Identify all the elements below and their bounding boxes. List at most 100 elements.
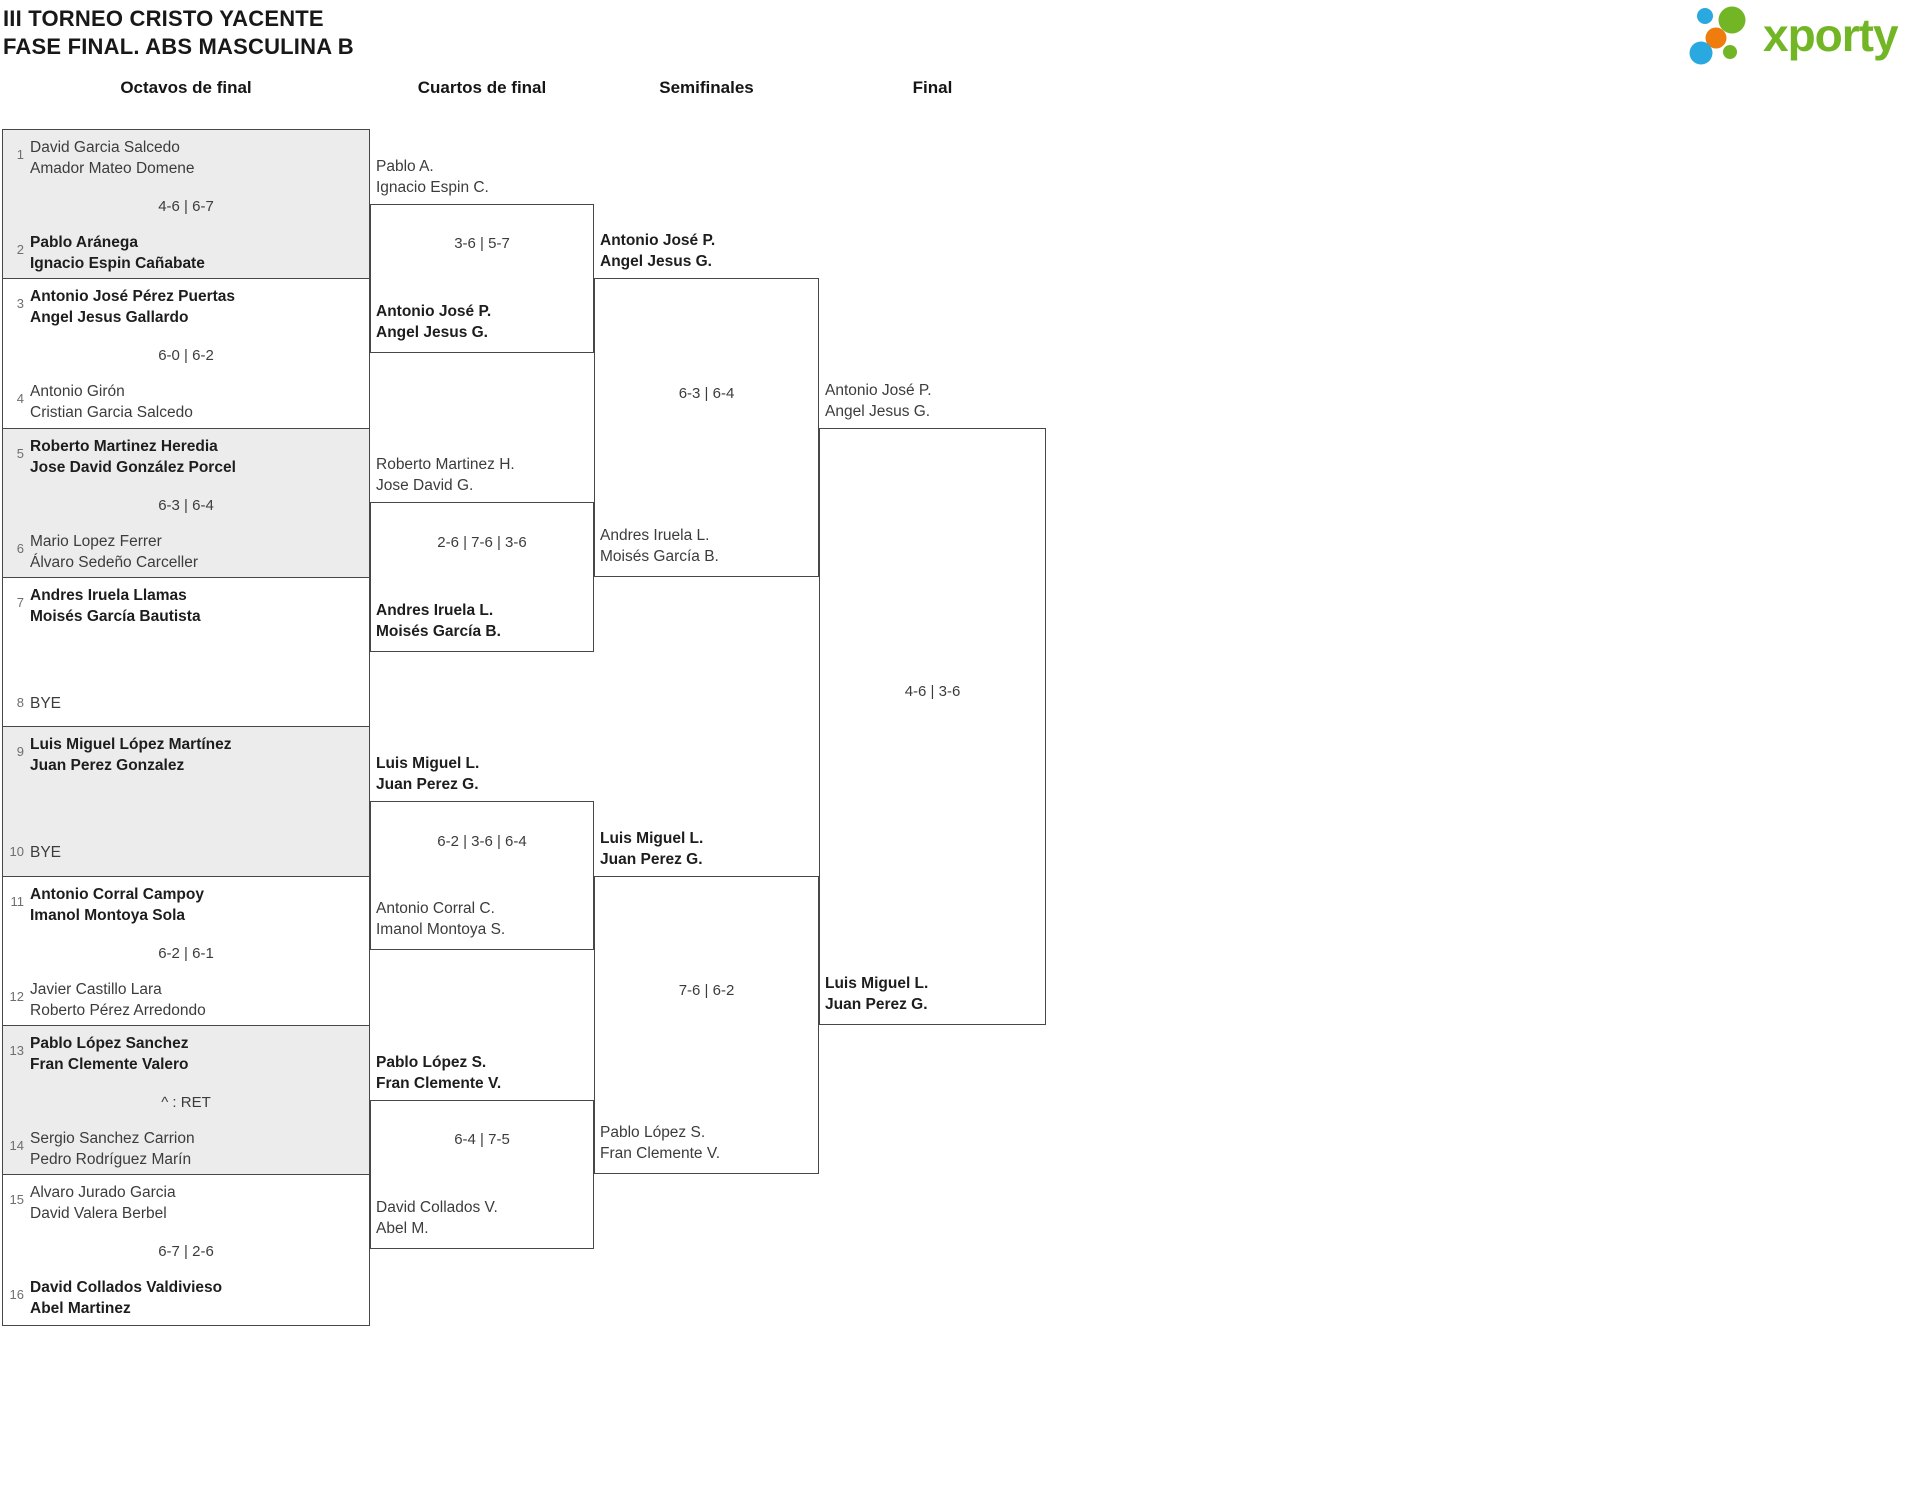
player-name: Antonio Corral Campoy [30, 885, 204, 903]
semifinales-match-box [594, 278, 819, 577]
seed-number: 7 [16, 594, 24, 610]
player-name: Luis Miguel L. [825, 974, 929, 992]
player-name: Pablo López S. [600, 1124, 706, 1142]
player-name: Roberto Pérez Arredondo [30, 1001, 206, 1019]
xporty-logo-dots-icon [1689, 6, 1746, 65]
player-name: Imanol Montoya Sola [30, 906, 186, 924]
entrant-names: Luis Miguel L. Juan Perez G. [600, 828, 813, 870]
match-score: 6-4 | 7-5 [454, 1131, 510, 1149]
logo-dot-blue-small [1697, 8, 1713, 24]
match-score: 6-2 | 6-1 [158, 944, 214, 962]
entrant-names: Antonio José P.Angel Jesus G. [376, 301, 588, 343]
player-name: Ignacio Espin C. [376, 178, 489, 196]
player-name: Roberto Martinez Heredia [30, 437, 218, 455]
player-name: Antonio Girón [30, 383, 125, 401]
player-name: Ignacio Espin Cañabate [30, 255, 205, 272]
seed-number: 12 [9, 988, 24, 1004]
match-score: 6-7 | 2-6 [158, 1243, 214, 1261]
final-match-box [819, 427, 1046, 1025]
player-name: Amador Mateo Domene [30, 160, 195, 177]
seed-number: 9 [16, 744, 24, 760]
player-name: Luis Miguel L. [600, 829, 704, 847]
player-name: Pedro Rodríguez Marín [30, 1150, 192, 1168]
xporty-logo[interactable]: xporty [1684, 2, 1899, 68]
player-name: Angel Jesus G. [600, 253, 712, 271]
player-name: Angel Jesus Gallardo [30, 309, 189, 327]
entrant-names: Pablo López S.Fran Clemente V. [376, 1052, 588, 1094]
cuartos-match-box [370, 800, 594, 951]
logo-dot-orange [1705, 27, 1727, 49]
match-score: 4-6 | 6-7 [158, 198, 214, 215]
seed-number: 4 [16, 391, 24, 407]
entrant-names: Antonio José P. Angel Jesus G. [600, 230, 813, 272]
match-score: ^ : RET [161, 1093, 211, 1111]
logo-dot-green-large [1718, 6, 1746, 34]
entrant-names: Antonio José P. Angel Jesus G. [825, 380, 1040, 422]
player-name: Roberto Martinez H. [376, 456, 515, 474]
player-name: Mario Lopez Ferrer [30, 532, 162, 550]
player-name: BYE [30, 694, 62, 712]
player-name: Jose David G. [376, 477, 474, 495]
bye-label: BYE [30, 693, 364, 714]
player-name: Moisés García B. [376, 622, 501, 640]
player-name: BYE [30, 844, 62, 862]
player-name: Sergio Sanchez Carrion [30, 1129, 195, 1147]
semifinales-match-box [594, 875, 819, 1175]
player-name: Abel M. [376, 1219, 429, 1237]
entrant-names: Pablo López S.Fran Clemente V. [600, 1122, 813, 1164]
player-name: Javier Castillo Lara [30, 980, 162, 998]
tournament-title-line2: FASE FINAL. ABS MASCULINA B [3, 34, 354, 59]
cuartos-match-box [370, 502, 594, 652]
entrant-names: Luis Miguel L.Juan Perez G. [825, 973, 1040, 1015]
player-name: Álvaro Sedeño Carceller [30, 553, 199, 571]
round-header-final: Final [912, 78, 953, 97]
player-name: Antonio José P. [825, 381, 932, 399]
seed-number: 3 [16, 296, 24, 312]
match-score: 6-2 | 3-6 | 6-4 [437, 832, 527, 850]
player-name: Luis Miguel López Martínez [30, 736, 232, 754]
player-name: Andres Iruela L. [600, 526, 710, 544]
cuartos-match-box [370, 203, 594, 353]
round-header-semifinales: Semifinales [659, 78, 754, 97]
match-score: 6-3 | 6-4 [158, 496, 214, 514]
seed-number: 6 [16, 540, 24, 556]
player-name: Juan Perez G. [600, 850, 703, 868]
player-name: Antonio José P. [600, 232, 716, 250]
seed-number: 15 [9, 1192, 24, 1208]
player-name: Antonio José P. [376, 302, 492, 320]
player-name: Moisés García Bautista [30, 607, 201, 625]
player-name: Luis Miguel L. [376, 754, 480, 772]
match-score: 4-6 | 3-6 [904, 683, 961, 701]
player-name: Moisés García B. [600, 547, 719, 565]
entrant-names: Pablo A. Ignacio Espin C. [376, 156, 588, 198]
entrant-names: Antonio Corral C.Imanol Montoya S. [376, 898, 588, 940]
seed-number: 2 [16, 242, 24, 257]
player-name: Juan Perez Gonzalez [30, 757, 185, 775]
player-name: Andres Iruela Llamas [30, 586, 187, 604]
entrant-names: Roberto Martinez H. Jose David G. [376, 454, 588, 496]
player-name: Alvaro Jurado Garcia [30, 1184, 176, 1202]
player-name: Angel Jesus G. [825, 402, 931, 420]
cuartos-match-box [370, 1099, 594, 1249]
seed-number: 1 [16, 147, 24, 162]
entrant-names: Luis Miguel L. Juan Perez G. [376, 753, 588, 795]
player-name: Pablo A. [376, 157, 434, 175]
player-name: Juan Perez G. [376, 775, 479, 793]
player-name: Fran Clemente V. [376, 1074, 502, 1092]
tournament-title-line1: III TORNEO CRISTO YACENTE [3, 6, 324, 31]
